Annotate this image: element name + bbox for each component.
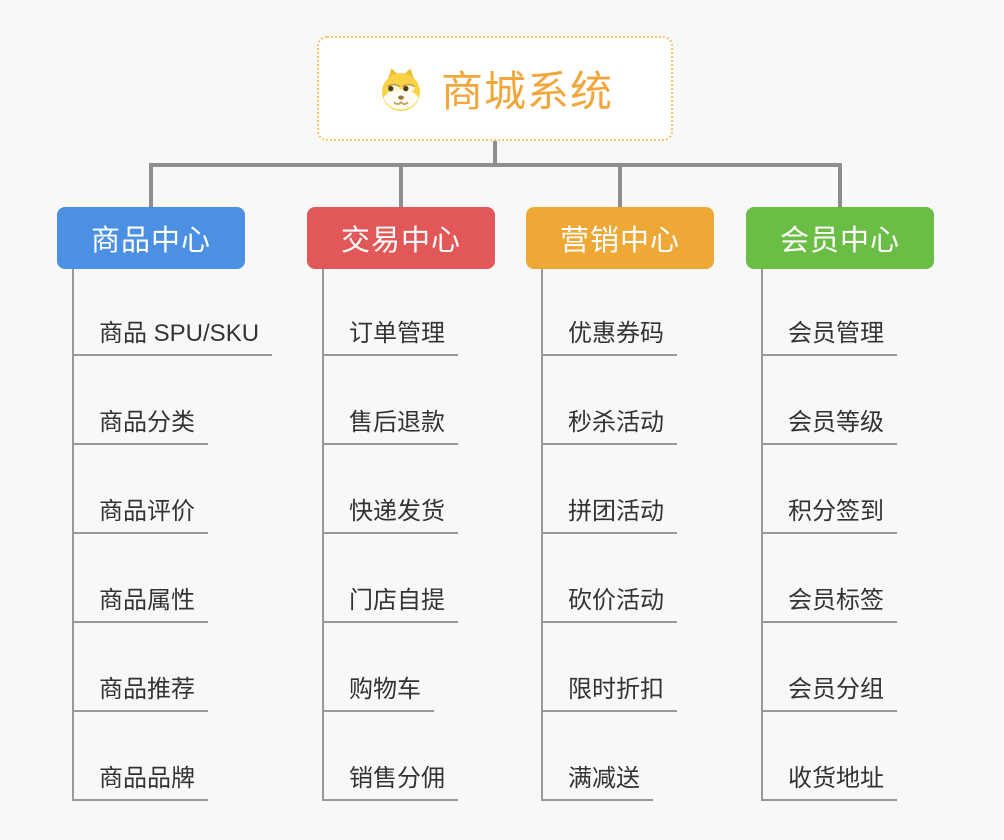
- branch-child-item[interactable]: 秒杀活动: [541, 408, 677, 445]
- branch-header[interactable]: 交易中心: [307, 207, 495, 269]
- branch-child-item[interactable]: 快递发货: [322, 497, 458, 534]
- branch-child-item[interactable]: 会员等级: [761, 408, 897, 445]
- branch-child-item[interactable]: 积分签到: [761, 497, 897, 534]
- branch-header-label: 商品中心: [90, 225, 211, 257]
- branch-child-item[interactable]: 商品品牌: [72, 764, 208, 801]
- branch-child-item[interactable]: 会员分组: [761, 675, 897, 712]
- branch-child-item[interactable]: 砍价活动: [541, 586, 677, 623]
- branch-child-item[interactable]: 商品推荐: [72, 675, 208, 712]
- branch-header-label: 营销中心: [559, 225, 680, 257]
- root-stem-line: [493, 141, 497, 167]
- branch-child-item[interactable]: 满减送: [541, 764, 653, 801]
- branch-child-item[interactable]: 会员标签: [761, 586, 897, 623]
- branch-drop-line: [149, 163, 153, 207]
- branch-drop-line: [838, 163, 842, 207]
- branch-child-item[interactable]: 商品评价: [72, 497, 208, 534]
- branch-child-item[interactable]: 优惠券码: [541, 319, 677, 356]
- branch-header-label: 会员中心: [779, 225, 900, 257]
- root-node[interactable]: 商城系统: [317, 36, 673, 141]
- branch-header[interactable]: 营销中心: [526, 207, 714, 269]
- branch-header[interactable]: 商品中心: [57, 207, 245, 269]
- branch-drop-line: [399, 163, 403, 207]
- branch-header-label: 交易中心: [340, 225, 461, 257]
- root-node-label: 商城系统: [440, 68, 613, 115]
- branch-child-item[interactable]: 收货地址: [761, 764, 897, 801]
- branch-child-item[interactable]: 购物车: [322, 675, 434, 712]
- branch-drop-line: [618, 163, 622, 207]
- branch-vertical-line: [541, 269, 543, 801]
- branch-rail-line: [149, 163, 842, 167]
- branch-child-item[interactable]: 销售分佣: [322, 764, 458, 801]
- branch-child-item[interactable]: 订单管理: [322, 319, 458, 356]
- branch-child-item[interactable]: 商品 SPU/SKU: [72, 319, 273, 356]
- branch-child-item[interactable]: 限时折扣: [541, 675, 677, 712]
- branch-vertical-line: [322, 269, 324, 801]
- branch-child-item[interactable]: 商品分类: [72, 408, 208, 445]
- branch-vertical-line: [72, 269, 74, 801]
- branch-header[interactable]: 会员中心: [746, 207, 934, 269]
- branch-child-item[interactable]: 拼团活动: [541, 497, 677, 534]
- branch-child-item[interactable]: 会员管理: [761, 319, 897, 356]
- branch-child-item[interactable]: 门店自提: [322, 586, 458, 623]
- branch-child-item[interactable]: 商品属性: [72, 586, 208, 623]
- dog-face-icon: [381, 68, 420, 111]
- branch-vertical-line: [761, 269, 763, 801]
- branch-child-item[interactable]: 售后退款: [322, 408, 458, 445]
